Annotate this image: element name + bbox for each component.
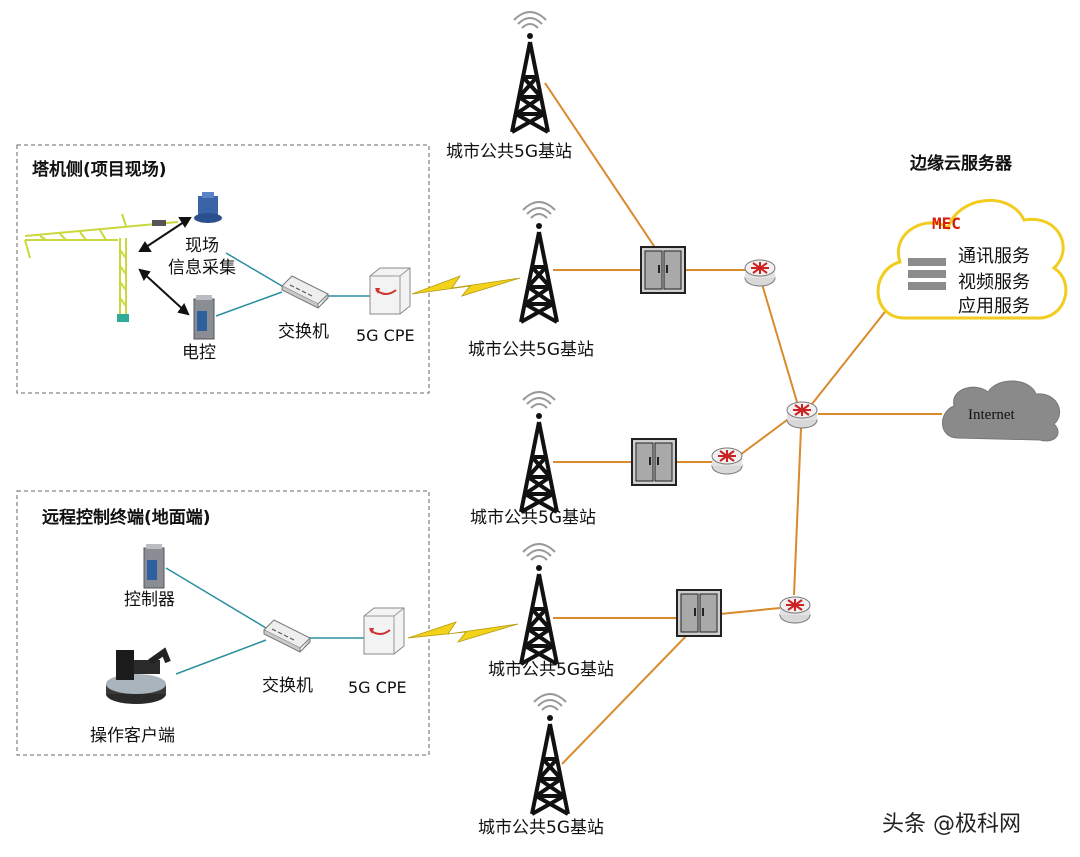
internet-cloud-shape (942, 380, 1060, 442)
controller-label: 控制器 (124, 590, 175, 610)
base-station-tower-icon (519, 390, 559, 514)
edge-cloud-title: 边缘云服务器 (910, 154, 1012, 174)
link-operator-switch2 (175, 639, 267, 675)
link-info-switch (225, 252, 283, 287)
wireless-link-icon (407, 621, 519, 643)
arrow-crane-ec (139, 269, 189, 315)
cpe-label: 5G CPE (356, 326, 415, 345)
link-controller-switch2 (165, 567, 267, 629)
link-bs5-cabinet3 (561, 631, 691, 765)
link-ec-switch (215, 291, 283, 317)
router-icon (786, 401, 818, 429)
remote-side-box (16, 490, 430, 756)
switch-icon (263, 619, 311, 653)
cpe-label: 5G CPE (348, 678, 407, 697)
wireless-link-icon (411, 275, 521, 297)
info-collect-device-icon (194, 192, 222, 223)
link-router3-core (793, 427, 802, 596)
service-item: 通讯服务 (958, 246, 1030, 267)
router-icon (779, 596, 811, 624)
controller-icon (143, 543, 165, 589)
server-cabinet-icon (631, 438, 677, 486)
switch-label: 交换机 (278, 322, 329, 342)
base-station-tower-icon (530, 692, 570, 816)
link-bs1-cabinet1 (544, 82, 663, 259)
router-icon (744, 259, 776, 287)
info-collect-label: 现场 信息采集 (168, 236, 236, 278)
base-station-tower-icon (510, 10, 550, 134)
electric-control-icon (193, 294, 215, 340)
cpe-icon (369, 267, 411, 315)
switch-icon (281, 275, 329, 309)
link-router1-core (761, 283, 798, 403)
base-station-label: 城市公共5G基站 (470, 508, 596, 528)
cpe-icon (363, 607, 405, 655)
arrow-crane-info (139, 217, 191, 252)
service-item: 视频服务 (958, 272, 1030, 293)
tower-side-box (16, 144, 430, 394)
server-stack-icon (908, 258, 946, 290)
switch-label: 交换机 (262, 676, 313, 696)
internet-label: Internet (968, 407, 1015, 423)
operator-client-label: 操作客户端 (90, 726, 175, 746)
base-station-label: 城市公共5G基站 (446, 142, 572, 162)
remote-side-title: 远程控制终端(地面端) (42, 508, 211, 528)
mec-label: MEC (932, 214, 961, 233)
link-cabinet3-router3 (719, 607, 781, 615)
router-icon (711, 447, 743, 475)
link-core-cloud (811, 307, 889, 405)
tower-side-title: 塔机侧(项目现场) (32, 160, 167, 180)
server-cabinet-icon (676, 589, 722, 637)
link-router2-core (739, 419, 788, 456)
base-station-label: 城市公共5G基站 (488, 660, 614, 680)
electric-control-label: 电控 (182, 343, 216, 363)
server-cabinet-icon (640, 246, 686, 294)
service-item: 应用服务 (958, 296, 1030, 317)
base-station-tower-icon (519, 542, 559, 666)
base-station-label: 城市公共5G基站 (478, 818, 604, 838)
operator-console-icon (106, 647, 171, 704)
watermark: 头条 @极科网 (882, 812, 1021, 837)
tower-crane-icon (24, 213, 179, 322)
base-station-label: 城市公共5G基站 (468, 340, 594, 360)
base-station-tower-icon (519, 200, 559, 324)
